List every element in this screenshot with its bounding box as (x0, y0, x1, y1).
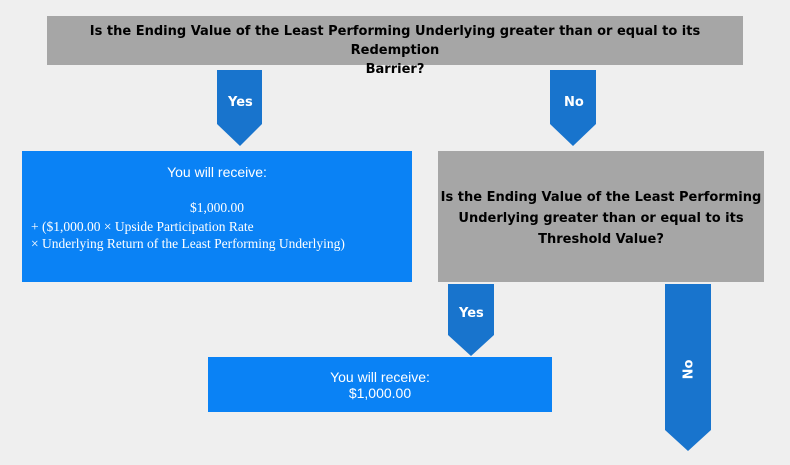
outcome-bottom-amount: $1,000.00 (348, 385, 412, 401)
formula-line2: × Underlying Return of the Least Perform… (31, 236, 345, 251)
question-threshold-value: Is the Ending Value of the Least Perform… (438, 151, 764, 282)
question-redemption-barrier: Is the Ending Value of the Least Perform… (47, 16, 743, 77)
arrow-right-yes (448, 284, 494, 356)
question-right-line3: Threshold Value? (538, 232, 664, 247)
arrow-right-no-label: No (681, 359, 697, 380)
outcome-participation-payout: You will receive: $1,000.00 + ($1,000.00… (22, 151, 412, 282)
outcome-principal-payout: You will receive: $1,000.00 (208, 357, 552, 412)
outcome-left-amount: $1,000.00 (190, 200, 244, 215)
question-right-line2: Underlying greater than or equal to its (458, 211, 744, 226)
arrow-top-no (550, 70, 596, 146)
arrow-top-yes-label: Yes (228, 95, 253, 110)
question-right-line1: Is the Ending Value of the Least Perform… (440, 190, 762, 205)
outcome-left-formula: + ($1,000.00 × Upside Participation Rate… (31, 218, 345, 252)
arrow-right-yes-label: Yes (459, 306, 484, 321)
outcome-left-title: You will receive: (167, 164, 267, 180)
question-top-line1: Is the Ending Value of the Least Perform… (89, 24, 701, 58)
outcome-bottom-title: You will receive: (330, 369, 430, 385)
formula-line1: + ($1,000.00 × Upside Participation Rate (31, 219, 254, 234)
arrow-top-yes (217, 70, 262, 146)
question-top-line2: Barrier? (365, 62, 425, 77)
arrow-top-no-label: No (564, 95, 584, 110)
arrow-right-no (665, 284, 711, 451)
